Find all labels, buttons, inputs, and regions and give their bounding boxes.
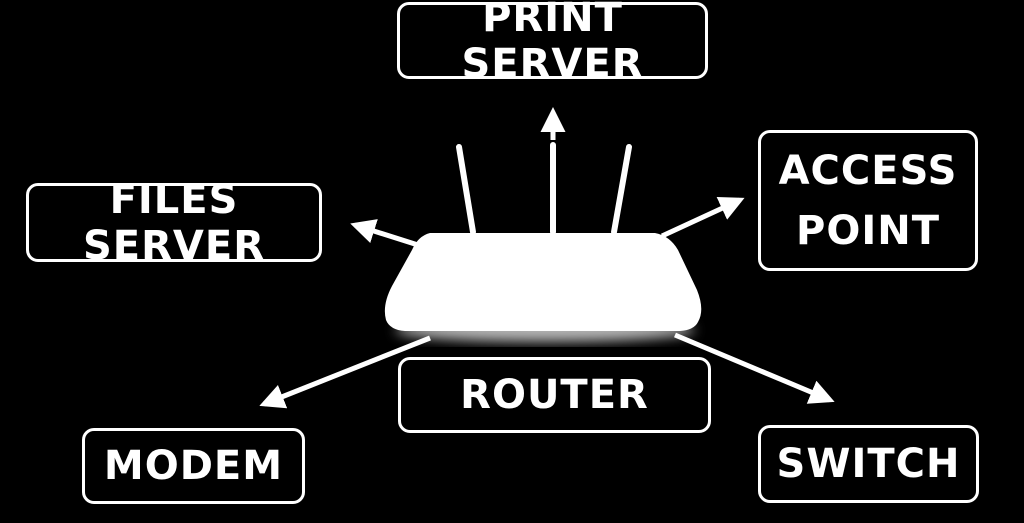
access-point-box: ACCESS POINT <box>758 130 978 271</box>
modem-label: MODEM <box>103 443 284 489</box>
router-box: ROUTER <box>398 357 711 433</box>
switch-box: SWITCH <box>758 425 979 503</box>
print-server-box: PRINT SERVER <box>397 0 708 87</box>
print-server-label: PRINT SERVER <box>461 0 644 87</box>
router-body <box>384 233 702 331</box>
antenna-right <box>611 144 632 235</box>
switch-label: SWITCH <box>776 441 961 487</box>
access-point-label-line2: POINT <box>796 207 940 254</box>
modem-box: MODEM <box>82 428 305 504</box>
arrow-to-modem <box>259 335 431 409</box>
files-server-label: FILES SERVER <box>82 176 265 269</box>
access-point-label-line1: ACCESS <box>778 147 958 194</box>
router-device-icon <box>384 142 702 342</box>
arrow-to-switch <box>674 332 835 404</box>
files-server-box: FILES SERVER <box>26 177 322 269</box>
router-label: ROUTER <box>460 372 649 418</box>
arrow-to-files-server <box>350 219 419 248</box>
arrow-to-access-point <box>660 197 745 239</box>
antenna-left <box>456 144 476 235</box>
